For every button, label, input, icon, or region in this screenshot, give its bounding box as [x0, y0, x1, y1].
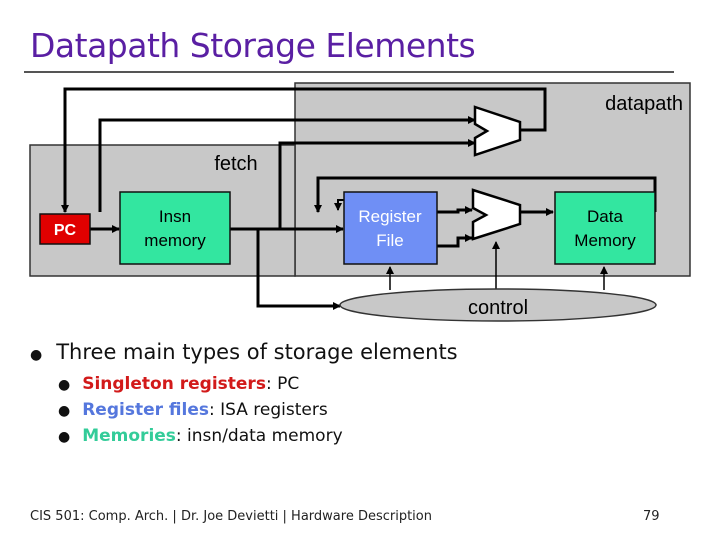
singleton-rest: : PC: [265, 374, 300, 394]
data-memory-box: [554, 191, 656, 265]
register-file-label-1: Register: [358, 207, 422, 226]
data-memory-label-2: Memory: [574, 231, 636, 250]
page-number: 79: [643, 509, 660, 524]
control-label: control: [468, 297, 528, 319]
insn-memory-label-1: Insn: [159, 207, 191, 226]
sub-bullet-singleton: ● Singleton registers: PC: [58, 374, 458, 394]
pc-increment-wire: [98, 116, 476, 212]
footer-text: CIS 501: Comp. Arch. | Dr. Joe Devietti …: [30, 509, 432, 524]
bullet-main: ● Three main types of storage elements: [30, 340, 458, 364]
branch-alu: [473, 105, 522, 157]
register-file-label-2: File: [376, 231, 403, 250]
regfile-to-alu-wire-2: [437, 234, 473, 248]
register-files-highlight: Register files: [82, 400, 209, 420]
bullet-list: ● Three main types of storage elements ●…: [30, 340, 458, 452]
control-unit: [339, 288, 657, 322]
insn-memory-box: [119, 191, 231, 265]
insn-to-control-wire: [256, 228, 341, 310]
regfile-data-wire: [334, 199, 345, 211]
pc-label: PC: [54, 222, 77, 239]
bullet-main-text: Three main types of storage elements: [56, 340, 458, 364]
pc-box: [39, 213, 91, 245]
register-files-rest: : ISA registers: [209, 400, 328, 420]
branch-target-wire: [278, 139, 476, 228]
insn-memory-label-2: memory: [144, 231, 206, 250]
singleton-highlight: Singleton registers: [82, 374, 266, 394]
register-file-box: [343, 191, 438, 265]
slide-title: Datapath Storage Elements: [30, 26, 476, 65]
bullet-dot-icon: ●: [30, 347, 43, 363]
memories-rest: : insn/data memory: [175, 426, 343, 446]
title-rule: [24, 71, 674, 73]
fetch-label: fetch: [214, 153, 257, 175]
pc-feedback-wire: [61, 87, 547, 213]
regfile-to-alu-wire: [437, 206, 473, 214]
main-alu: [471, 188, 522, 241]
sub-bullet-memories: ● Memories: insn/data memory: [58, 426, 458, 446]
bullet-dot-icon: ●: [58, 403, 71, 419]
sub-bullets: ● Singleton registers: PC ● Register fil…: [58, 374, 458, 446]
data-memory-label-1: Data: [587, 207, 623, 226]
memories-highlight: Memories: [82, 426, 176, 446]
sub-bullet-register-files: ● Register files: ISA registers: [58, 400, 458, 420]
bullet-dot-icon: ●: [58, 377, 71, 393]
datapath-label: datapath: [605, 93, 683, 115]
bullet-dot-icon: ●: [58, 429, 71, 445]
